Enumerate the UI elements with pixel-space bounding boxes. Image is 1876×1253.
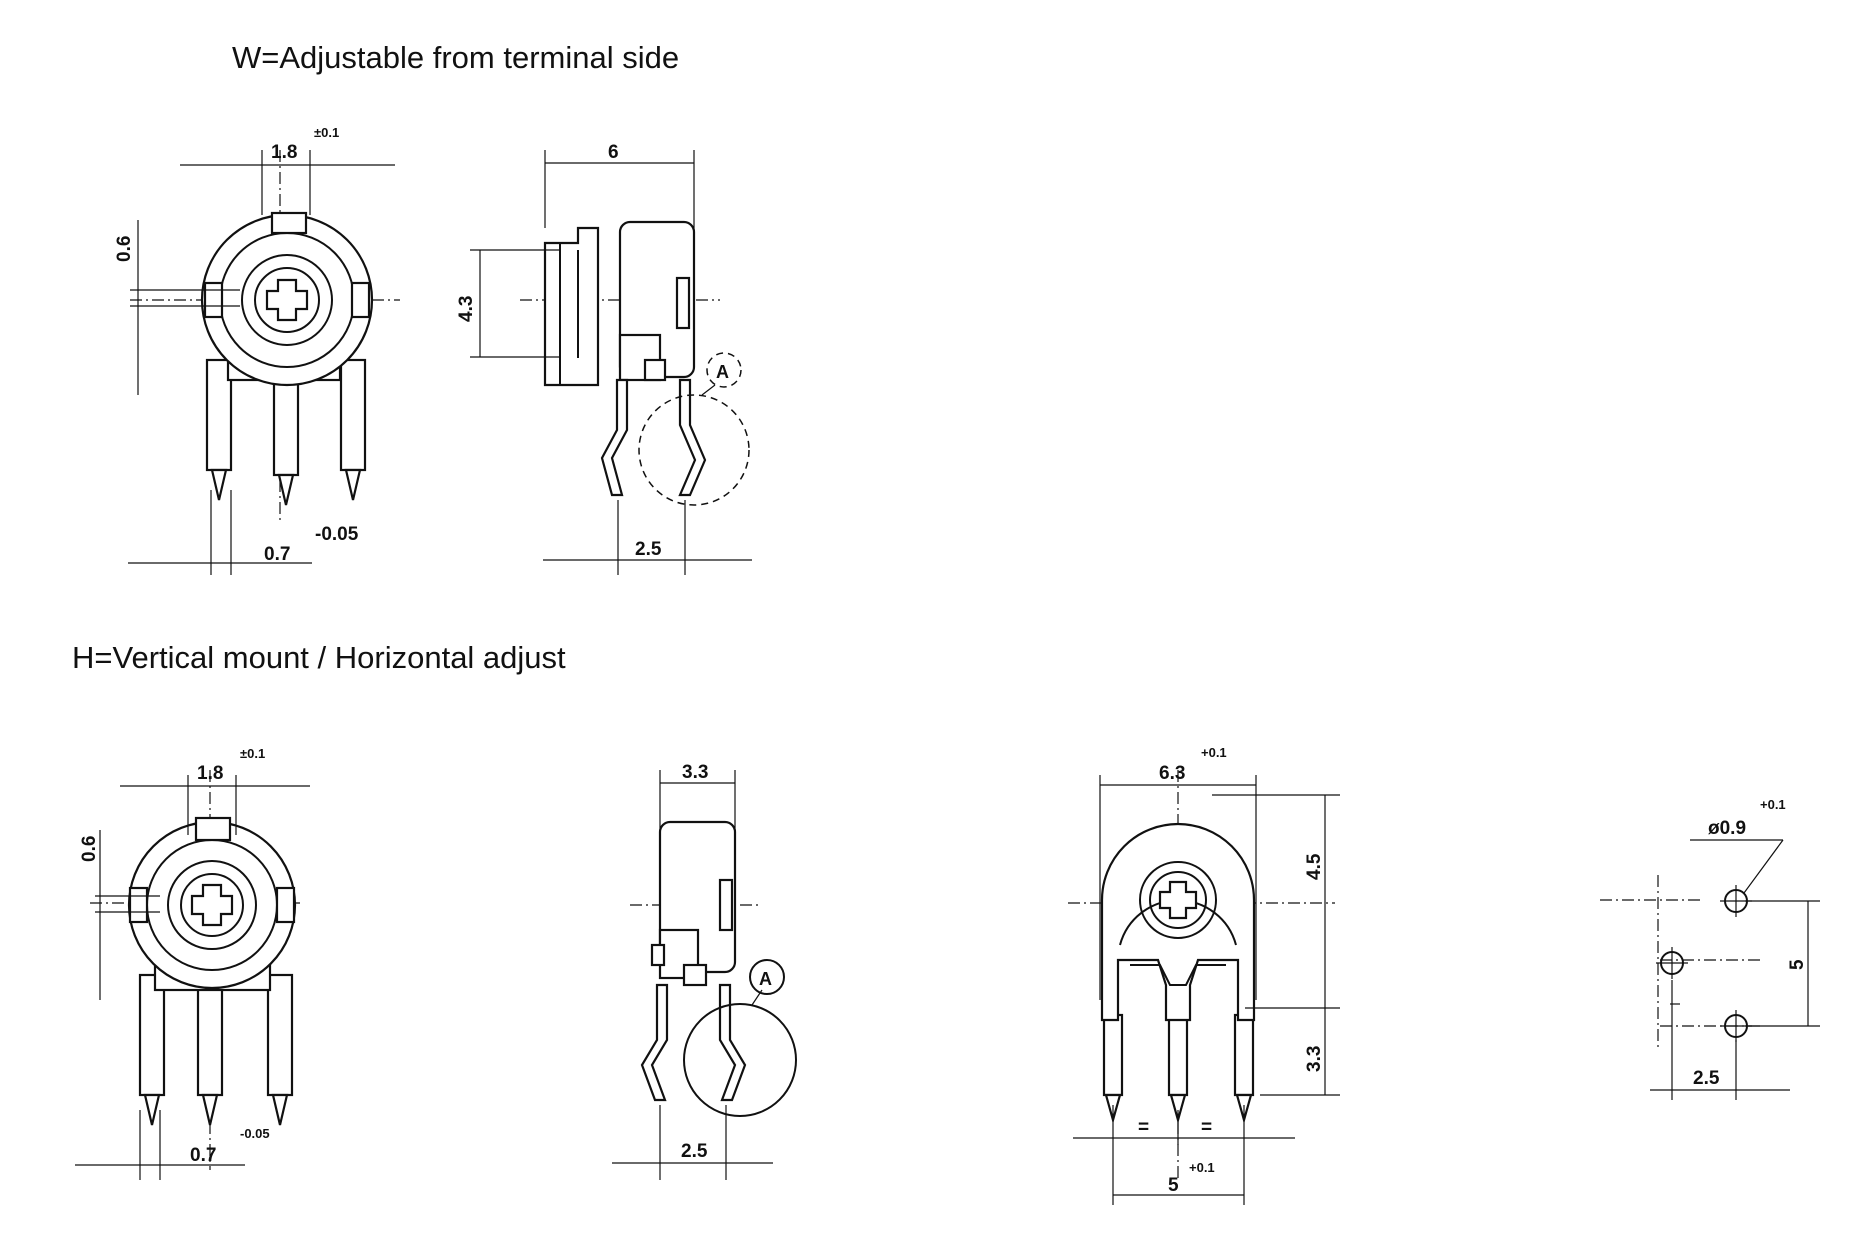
w-side-detail-a: A (716, 362, 729, 382)
section-title-w: W=Adjustable from terminal side (232, 40, 680, 75)
w-front-view: 1.8 ±0.1 0.6 0.7 -0.05 (114, 125, 400, 575)
h-side-dim-2-5: 2.5 (681, 1141, 708, 1162)
h-front-tol-005: -0.05 (240, 1126, 270, 1141)
w-side-dim-2-5: 2.5 (635, 539, 662, 560)
w-front-tol-01: ±0.1 (314, 125, 339, 140)
section-title-h: H=Vertical mount / Horizontal adjust (72, 640, 566, 675)
h-front-tol-01: ±0.1 (240, 746, 265, 761)
h-holes-dim-5: 5 (1787, 959, 1808, 970)
h-rear-tol-span: +0.1 (1189, 1160, 1215, 1175)
h-rear-dim-5: 5 (1168, 1175, 1179, 1196)
h-side-dim-3-3: 3.3 (682, 762, 708, 783)
h-hole-pattern: 2.5 5 ø0.9 +0.1 (1600, 797, 1820, 1100)
h-holes-dim-09: ø0.9 (1708, 818, 1746, 839)
w-front-dim-1-8: 1.8 (271, 142, 297, 163)
h-rear-eq-right: = (1201, 1117, 1212, 1138)
h-front-dim-0-7: 0.7 (190, 1145, 216, 1166)
h-rear-view: 6.3 +0.1 4.5 3.3 = = 5 +0.1 (1068, 745, 1340, 1205)
h-rear-dim-3-3: 3.3 (1304, 1046, 1325, 1072)
h-side-detail-a: A (759, 969, 772, 989)
w-side-dim-4-3: 4.3 (456, 296, 477, 322)
h-rear-tol-01: +0.1 (1201, 745, 1227, 760)
w-side-dim-6: 6 (608, 142, 619, 163)
w-front-dim-0-7: 0.7 (264, 544, 290, 565)
h-front-dim-0-6: 0.6 (79, 836, 100, 862)
w-side-view: A 6 4.3 2.5 (456, 142, 752, 575)
h-side-view: A 3.3 2.5 (612, 762, 797, 1180)
h-rear-dim-4-5: 4.5 (1304, 853, 1325, 880)
h-front-dim-1-8: 1.8 (197, 763, 223, 784)
w-front-dim-0-6: 0.6 (114, 236, 135, 262)
h-rear-dim-6-3: 6.3 (1159, 763, 1185, 784)
h-holes-tol-01: +0.1 (1760, 797, 1786, 812)
h-rear-eq-left: = (1138, 1117, 1149, 1138)
w-front-tol-005: -0.05 (315, 524, 359, 545)
h-holes-dim-2-5: 2.5 (1693, 1068, 1720, 1089)
h-front-view: 1.8 ±0.1 0.6 0.7 -0.05 (75, 746, 310, 1180)
